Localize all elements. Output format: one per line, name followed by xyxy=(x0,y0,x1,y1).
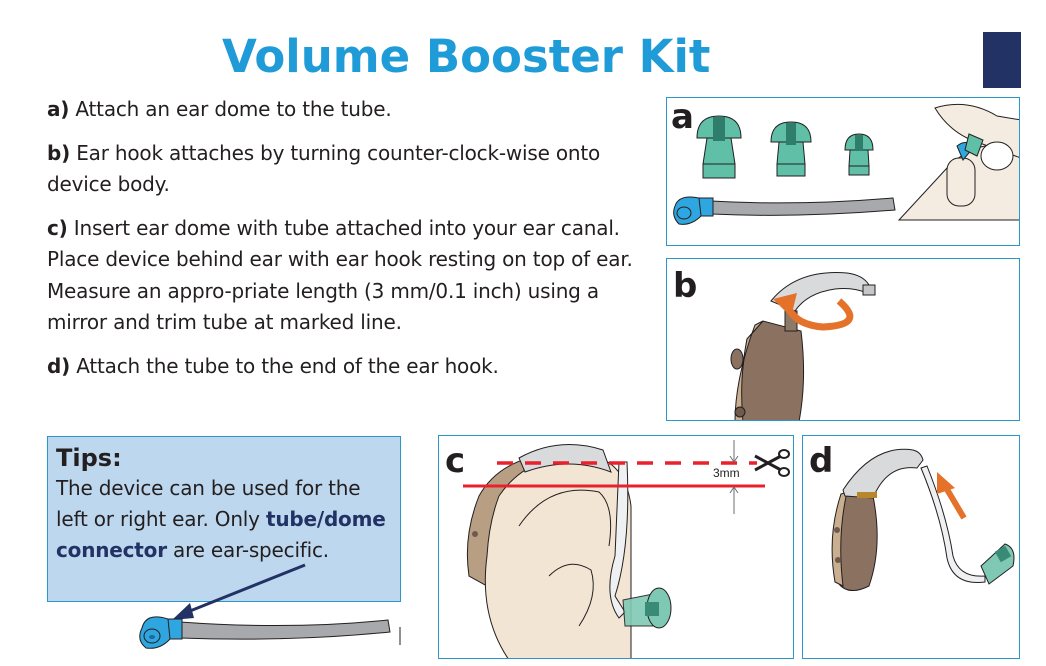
step-c: c) Insert ear dome with tube attached in… xyxy=(47,213,659,339)
corner-tab xyxy=(983,32,1021,88)
step-d-label: d) xyxy=(47,353,71,378)
step-d-text: Attach the tube to the end of the ear ho… xyxy=(70,353,499,378)
ear-dome-icon xyxy=(622,587,672,629)
hand-attaching-dome-icon xyxy=(897,103,1019,221)
panel-b-label: b xyxy=(673,266,698,306)
step-c-label: c) xyxy=(47,215,68,240)
tips-title: Tips: xyxy=(56,444,122,472)
tips-text-after: are ear-specific. xyxy=(166,538,329,562)
panel-d-illustration xyxy=(831,448,1015,591)
panel-b-illustration xyxy=(730,272,876,420)
step-d: d) Attach the tube to the end of the ear… xyxy=(47,351,659,383)
panel-c-label: c xyxy=(445,441,466,481)
ear-hook-icon xyxy=(770,272,876,312)
panel-a: a xyxy=(666,97,1020,246)
tips-body: The device can be used for the left or r… xyxy=(56,473,392,566)
panel-b: b xyxy=(666,258,1020,421)
step-b-text: Ear hook attaches by turning counter-clo… xyxy=(47,140,601,197)
device-body-icon xyxy=(730,320,805,420)
tube-icon xyxy=(609,461,629,619)
panel-a-illustration xyxy=(673,103,1019,225)
tips-emphasis: tube/dome connector xyxy=(56,507,386,562)
tips-box: Tips: The device can be used for the lef… xyxy=(47,436,401,602)
panel-c: c xyxy=(438,435,794,659)
step-a: a) Attach an ear dome to the tube. xyxy=(47,94,659,126)
ear-dome-medium-icon xyxy=(770,121,812,177)
page-title: Volume Booster Kit xyxy=(222,30,711,83)
step-b-label: b) xyxy=(47,140,71,165)
ear-dome-large-icon xyxy=(696,115,742,179)
tube-with-connector-icon xyxy=(139,616,391,649)
scissors-icon xyxy=(754,449,790,477)
panel-d-label: d xyxy=(809,441,834,481)
up-arrow-icon xyxy=(937,472,967,520)
device-with-hook-icon xyxy=(831,448,924,591)
step-c-text: Insert ear dome with tube attached into … xyxy=(47,215,633,335)
tube-icon xyxy=(920,465,986,583)
tips-text-before: The device can be used for the left or r… xyxy=(56,476,361,531)
panel-d: d xyxy=(802,435,1020,659)
ear-hook-icon xyxy=(518,444,612,473)
panel-a-label: a xyxy=(671,97,694,137)
step-a-label: a) xyxy=(47,97,70,121)
counter-clockwise-arrow-icon xyxy=(773,293,854,331)
step-a-text: Attach an ear dome to the tube. xyxy=(69,97,392,121)
measurement-label: 3mm xyxy=(713,466,740,480)
ear-dome-icon xyxy=(980,543,1015,585)
step-b: b) Ear hook attaches by turning counter-… xyxy=(47,138,647,201)
instruction-steps: a) Attach an ear dome to the tube. b) Ea… xyxy=(47,94,659,394)
panel-c-illustration xyxy=(463,440,790,658)
tube-with-connector-icon xyxy=(673,196,896,225)
measurement-arrows-icon xyxy=(729,440,739,514)
ear-dome-small-icon xyxy=(844,133,874,176)
